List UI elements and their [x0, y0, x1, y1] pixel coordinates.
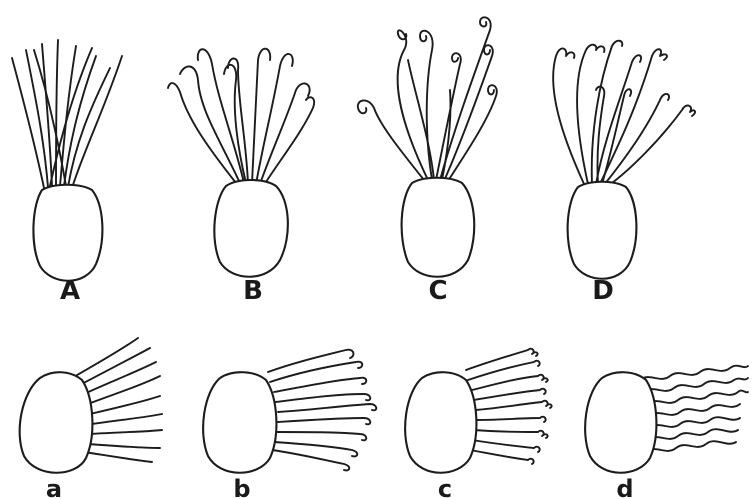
panel-c-flagella	[466, 349, 552, 464]
panel-D-cell-body	[568, 182, 637, 279]
panel-b-label: b	[233, 475, 250, 499]
panel-C-flagella	[358, 17, 497, 181]
panel-A: A	[12, 40, 122, 306]
panel-B-cell-body	[214, 180, 288, 277]
panel-c: c	[405, 349, 552, 499]
panel-B-flagella	[168, 49, 314, 185]
panel-B-label: B	[243, 276, 263, 306]
panel-D-label: D	[592, 276, 614, 306]
panel-d-label: d	[616, 475, 633, 499]
panel-C: C	[358, 17, 497, 306]
panel-a-label: a	[46, 475, 62, 499]
panel-C-cell-body	[402, 178, 475, 277]
panel-D: D	[553, 41, 695, 306]
panel-D-flagella	[553, 41, 695, 186]
panel-A-cell-body	[33, 185, 102, 281]
panel-b: b	[203, 350, 376, 499]
panel-d-cell-body	[585, 372, 656, 473]
panel-a-cell-body	[20, 372, 93, 473]
panel-d: d	[585, 366, 748, 499]
panel-C-label: C	[428, 276, 447, 306]
panel-A-label: A	[60, 276, 80, 306]
panel-B: B	[168, 49, 314, 306]
panel-a: a	[20, 338, 162, 499]
panel-A-flagella	[12, 40, 122, 188]
panel-c-label: c	[438, 475, 452, 499]
panel-b-cell-body	[203, 372, 276, 473]
panel-c-cell-body	[405, 372, 476, 473]
panel-b-flagella	[268, 350, 376, 471]
